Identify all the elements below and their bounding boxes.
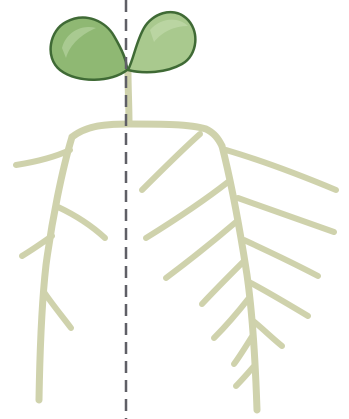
left-lateral-root-4 xyxy=(44,292,71,328)
right-lateral-left-4 xyxy=(202,262,243,304)
right-lateral-left-5 xyxy=(214,298,249,338)
left-cotyledon xyxy=(51,18,127,80)
right-lateral-right-2 xyxy=(238,198,334,232)
right-lateral-left-2 xyxy=(146,182,228,238)
stem xyxy=(128,72,129,124)
right-cotyledon xyxy=(128,12,195,72)
right-lateral-left-1 xyxy=(142,134,200,190)
root-system xyxy=(16,72,336,410)
cotyledons xyxy=(51,12,196,80)
right-lateral-left-3 xyxy=(166,222,236,278)
right-lateral-right-4 xyxy=(249,282,308,316)
right-lateral-right-3 xyxy=(244,240,318,276)
right-lateral-right-1 xyxy=(226,150,336,190)
left-main-root xyxy=(39,137,72,400)
right-lateral-left-6 xyxy=(234,335,253,364)
left-lateral-root-2 xyxy=(58,207,105,238)
